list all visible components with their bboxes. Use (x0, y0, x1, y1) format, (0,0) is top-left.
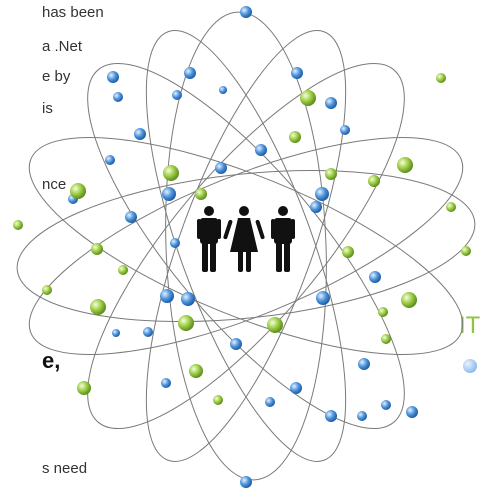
paragraph-line: has been (42, 4, 104, 21)
paragraph-line: is (42, 100, 53, 117)
blue-nodes (68, 6, 418, 488)
woman-icon (223, 206, 265, 272)
orbit-lines (16, 11, 476, 481)
paragraph-line: nce (42, 176, 67, 193)
paragraph-line: s need (42, 460, 88, 477)
man-icon (197, 206, 221, 272)
paragraph-line: a .Net (42, 38, 83, 55)
man-icon (271, 206, 295, 272)
bullet-dot (463, 359, 477, 373)
green-nodes (13, 73, 471, 405)
it-label: IT (459, 312, 481, 339)
heading-fragment: e, (42, 348, 61, 373)
people-icons (197, 206, 295, 272)
paragraph-line: e by (42, 68, 71, 85)
